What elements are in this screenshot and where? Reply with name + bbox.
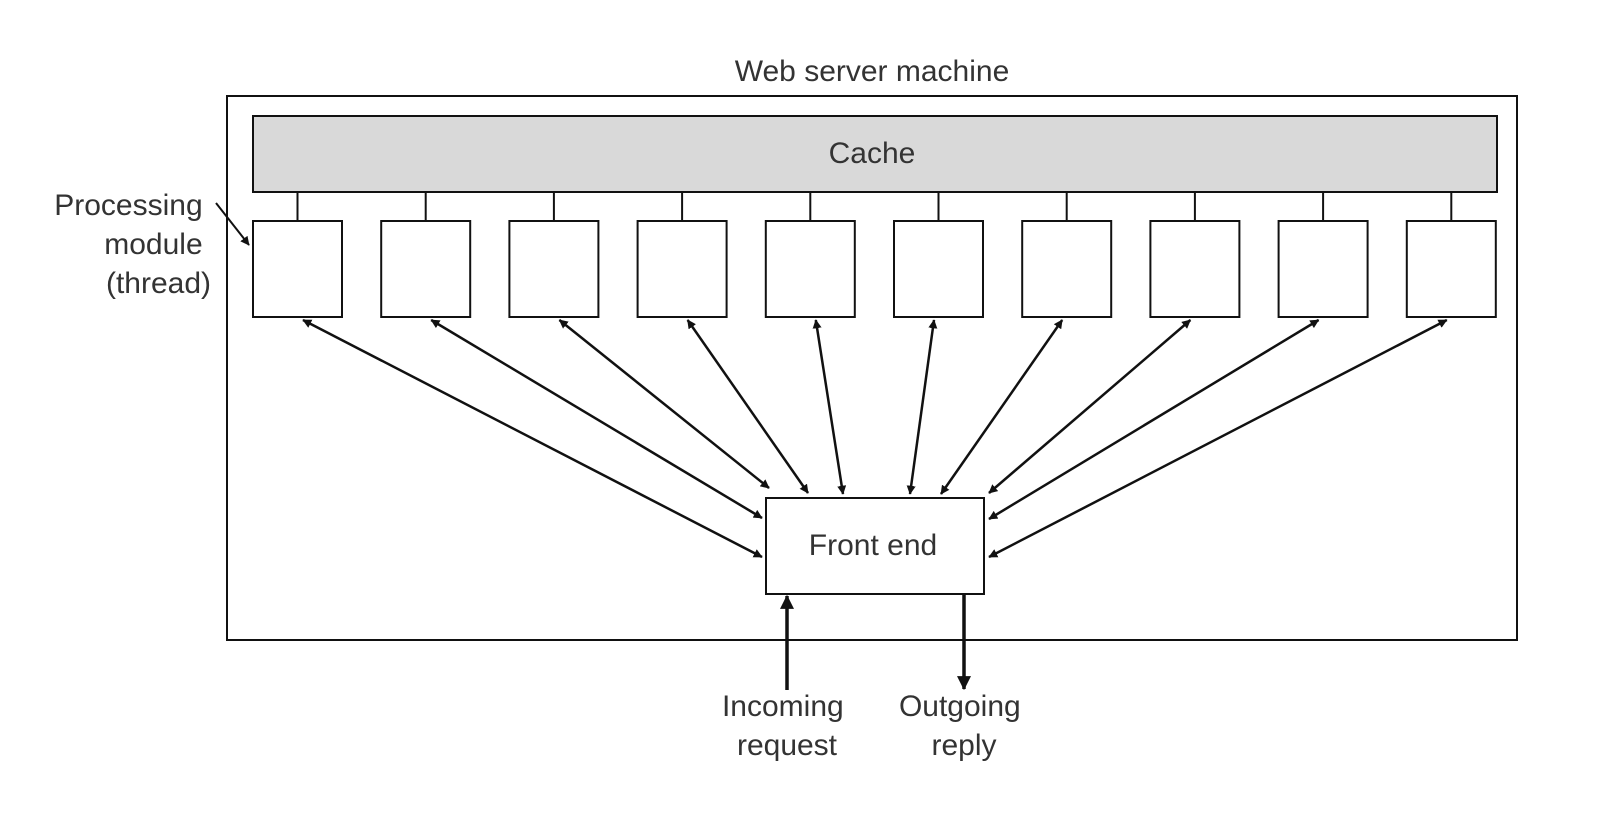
processing-module-label-line-1: Processing: [54, 189, 202, 222]
processing-module-box: [893, 220, 984, 318]
outgoing-reply-label-line-2: reply: [931, 729, 996, 762]
processing-module-label-line-3: (thread): [106, 267, 211, 300]
module-front-end-arrow: [686, 319, 810, 494]
cache-box: [252, 115, 1498, 193]
incoming-request-label-line-1: Incoming: [722, 690, 844, 723]
outgoing-reply-label-line-1: Outgoing: [899, 690, 1021, 723]
processing-module-label: Processing module (thread): [54, 189, 211, 300]
front-end-label: Front end: [809, 529, 937, 562]
processing-module-pointer: [215, 202, 250, 246]
processing-module-box: [1405, 220, 1497, 318]
cache-label: Cache: [829, 137, 916, 170]
module-front-end-arrow: [988, 318, 1448, 559]
incoming-request-label: Incoming request: [722, 690, 852, 762]
incoming-request-label-line-2: request: [737, 729, 838, 762]
processing-module-box: [252, 220, 343, 318]
module-front-end-arrow: [812, 319, 847, 495]
processing-module-box: [508, 220, 600, 318]
processing-module-box: [380, 220, 472, 318]
processing-module-box: [1277, 220, 1369, 318]
outgoing-reply-label: Outgoing reply: [899, 690, 1029, 762]
front-end-box: [765, 497, 985, 595]
diagram-title: Web server machine: [735, 55, 1010, 88]
processing-module-box: [1021, 220, 1113, 318]
processing-module-box: [636, 220, 728, 318]
processing-module-label-line-2: module: [104, 228, 202, 261]
processing-modules: [252, 192, 1497, 559]
processing-module-box: [764, 220, 856, 318]
processing-module-box: [1149, 220, 1241, 318]
module-front-end-arrow: [906, 319, 938, 495]
